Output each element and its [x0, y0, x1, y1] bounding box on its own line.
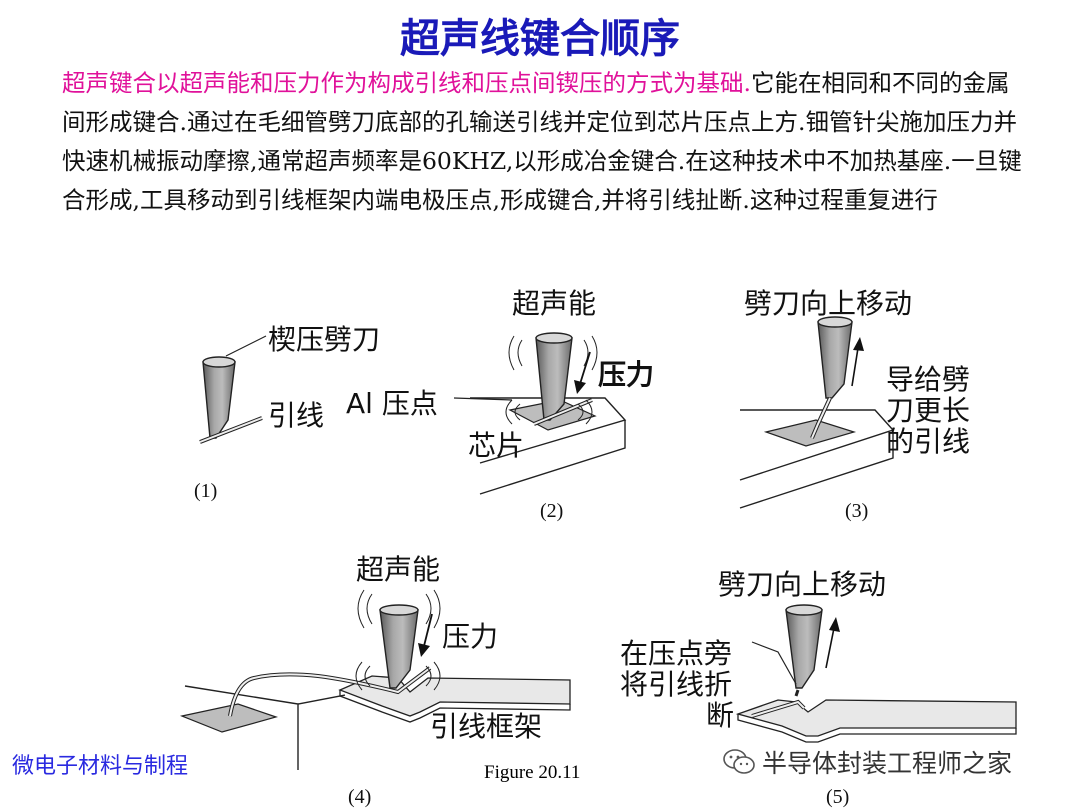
label-pressure-4: 压力 — [442, 620, 499, 653]
paragraph-body: 它能在相同和不同的金属间形成键合.通过在毛细管劈刀底部的孔输送引线并定位到芯片压… — [62, 69, 1022, 214]
label-feed-line3: 的引线 — [886, 425, 971, 458]
step-1-tool-leader — [225, 335, 267, 357]
label-break-line2: 将引线折 — [620, 668, 733, 701]
step-5-tool — [785, 604, 823, 689]
wechat-icon — [723, 749, 755, 774]
step-3-substrate — [739, 409, 895, 509]
step-5-wire — [794, 689, 800, 697]
step-1-tool — [202, 356, 236, 439]
label-tool-up-3: 劈刀向上移动 — [744, 287, 913, 320]
label-lead-frame: 引线框架 — [430, 710, 543, 743]
step-4-tool — [379, 604, 419, 689]
watermark-right: 半导体封装工程师之家 — [722, 744, 1012, 780]
label-chip: 芯片 — [468, 429, 525, 462]
step-number-5: (5) — [826, 786, 850, 808]
step-2-pressure-arrow — [574, 351, 591, 394]
watermark-left: 微电子材料与制程 — [12, 754, 189, 779]
label-break-line1: 在压点旁 — [620, 637, 733, 670]
page-title: 超声线键合顺序 — [400, 15, 680, 62]
step-4-pad — [179, 703, 279, 733]
step-number-3: (3) — [845, 500, 869, 522]
step-3-up-arrow — [851, 337, 864, 387]
label-ultrasonic-energy-4: 超声能 — [356, 553, 441, 586]
step-4-vibration-arcs — [355, 589, 441, 691]
step-2-tool — [535, 332, 573, 421]
step-3-pad — [763, 419, 857, 447]
label-feed-line1: 导给劈 — [886, 363, 971, 396]
step-5-up-arrow — [825, 617, 840, 669]
step-5-break-leader — [751, 641, 797, 685]
step-4-substrate — [184, 685, 346, 770]
step-2-substrate — [470, 397, 627, 495]
step-2-vibration-arcs — [505, 335, 598, 425]
step-4-pressure-arrow — [418, 613, 433, 657]
label-tool-up-5: 劈刀向上移动 — [718, 568, 887, 601]
paragraph-highlight: 超声键合以超声能和压力作为构成引线和压点间锲压的方式为基础. — [62, 69, 751, 97]
step-number-1: (1) — [194, 480, 218, 502]
label-wire: 引线 — [268, 399, 325, 432]
step-number-2: (2) — [540, 500, 564, 522]
label-feed-line2: 刀更长 — [886, 394, 971, 427]
step-number-4: (4) — [348, 786, 372, 808]
label-pressure-2: 压力 — [598, 358, 655, 391]
figure-caption: Figure 20.11 — [484, 762, 581, 783]
watermark-right-text: 半导体封装工程师之家 — [762, 749, 1013, 778]
description-paragraph: 超声键合以超声能和压力作为构成引线和压点间锲压的方式为基础.它能在相同和不同的金… — [62, 64, 1022, 220]
label-al-pad: Al 压点 — [346, 387, 438, 420]
step-3-tool — [817, 316, 853, 399]
step-2-pad-leader — [453, 397, 513, 401]
label-ultrasonic-energy-2: 超声能 — [512, 287, 597, 320]
label-wedge-tool: 楔压劈刀 — [268, 323, 381, 356]
label-break-line3: 断 — [706, 699, 735, 732]
